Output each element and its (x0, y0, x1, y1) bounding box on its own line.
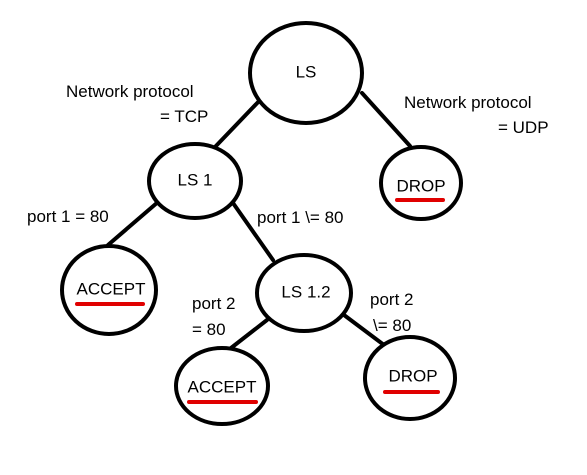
edge-label-port1-eq: port 1 = 80 (27, 207, 109, 226)
edge-label-port2-neq-line1: port 2 (370, 290, 413, 309)
node-drop-port2 (363, 335, 457, 421)
node-label-root: LS (296, 62, 317, 81)
edge-label-tcp-line2: = TCP (160, 107, 208, 126)
node-label-drop-port2: DROP (388, 366, 437, 385)
edge-label-udp-line2: = UDP (498, 118, 549, 137)
edge-root-drop (360, 91, 412, 148)
edge-root-ls1 (213, 96, 264, 149)
edge-label-port1-neq: port 1 \= 80 (257, 208, 343, 227)
node-label-ls1: LS 1 (178, 170, 213, 189)
node-accept-port2 (174, 346, 270, 426)
edge-label-port2-neq-line2: \= 80 (373, 316, 411, 335)
node-accept-port1 (60, 244, 158, 336)
edge-ls1-ls12 (231, 201, 275, 262)
node-ls12 (255, 253, 353, 333)
node-label-ls12: LS 1.2 (281, 282, 330, 301)
node-root (248, 21, 364, 125)
node-ls1 (147, 142, 243, 220)
node-label-accept-port1: ACCEPT (77, 279, 146, 298)
edge-label-udp-line1: Network protocol (404, 93, 532, 112)
edge-label-tcp-line1: Network protocol (66, 82, 194, 101)
node-label-drop-udp: DROP (396, 176, 445, 195)
edge-ls1-accept (106, 200, 160, 247)
edge-label-port2-eq-line1: port 2 (192, 294, 235, 313)
node-label-accept-port2: ACCEPT (188, 377, 257, 396)
edge-label-port2-eq-line2: = 80 (192, 320, 226, 339)
